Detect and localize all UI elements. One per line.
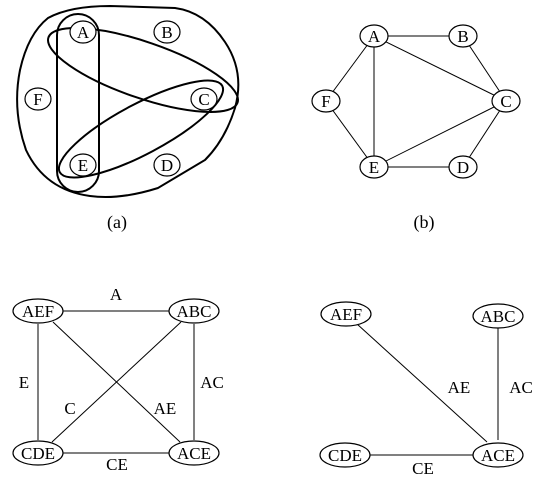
caption-b: (b)	[414, 212, 435, 233]
node-b-label: B	[457, 27, 468, 46]
node-d: D	[448, 155, 478, 179]
node-e-label: E	[369, 158, 379, 177]
edge-label-ce: CE	[412, 459, 434, 478]
node-a: A	[69, 20, 97, 44]
node-b: B	[153, 20, 181, 44]
node-d-label: D	[457, 158, 469, 177]
node-a-label: A	[368, 27, 381, 46]
edge-label-ac: AC	[509, 378, 533, 397]
node-c-label: C	[500, 92, 511, 111]
panel-b: A B C D E F (b)	[311, 24, 521, 233]
panel-a: A B C D E F (a)	[16, 4, 240, 233]
hyperedge-acef-outline	[16, 4, 240, 198]
node-cde: CDE	[319, 442, 371, 468]
node-ace: ACE	[168, 440, 220, 466]
node-b: B	[448, 24, 478, 48]
node-e: E	[69, 153, 97, 177]
edge-aef-ace	[356, 323, 488, 443]
node-cde-label: CDE	[21, 444, 55, 463]
node-aef: AEF	[320, 301, 372, 327]
node-aef: AEF	[12, 298, 64, 324]
node-a: A	[359, 24, 389, 48]
node-f-label: F	[321, 92, 330, 111]
edge-label-c: C	[64, 399, 75, 418]
node-ace-label: ACE	[481, 446, 515, 465]
edge-aef-ace	[52, 321, 181, 443]
node-aef-label: AEF	[22, 302, 54, 321]
hyperedge-ac-band	[47, 27, 239, 113]
hyperedge-ce-band	[57, 79, 225, 179]
node-d-label: D	[161, 156, 173, 175]
edge-label-ae: AE	[154, 399, 177, 418]
node-abc-label: ABC	[481, 307, 516, 326]
node-ace: ACE	[472, 442, 524, 468]
node-f-label: F	[33, 90, 42, 109]
node-c: C	[190, 87, 218, 111]
node-b-label: B	[161, 23, 172, 42]
node-ace-label: ACE	[177, 444, 211, 463]
node-f: F	[24, 87, 52, 111]
node-a-label: A	[77, 23, 90, 42]
node-abc: ABC	[168, 298, 220, 324]
edge-c-d	[462, 100, 507, 168]
edge-a-c	[373, 35, 507, 102]
node-e-label: E	[78, 156, 88, 175]
panel-c: A E AC CE C AE AEF ABC CDE ACE	[12, 285, 224, 474]
edge-b-c	[462, 35, 507, 102]
node-abc: ABC	[472, 303, 524, 329]
node-f: F	[311, 89, 341, 113]
edge-label-e: E	[19, 373, 29, 392]
panel-d: AE AC CE AEF ABC CDE ACE	[319, 301, 533, 478]
edge-label-ac: AC	[200, 373, 224, 392]
edge-label-ce: CE	[106, 455, 128, 474]
node-c: C	[491, 89, 521, 113]
node-cde: CDE	[12, 440, 64, 466]
node-abc-label: ABC	[177, 302, 212, 321]
caption-a: (a)	[107, 212, 127, 233]
edge-f-a	[325, 35, 375, 102]
edge-label-ae: AE	[448, 378, 471, 397]
node-e: E	[359, 155, 389, 179]
edge-c-e	[373, 100, 507, 168]
node-c-label: C	[198, 90, 209, 109]
node-d: D	[153, 153, 181, 177]
edge-label-a: A	[110, 285, 123, 304]
node-aef-label: AEF	[330, 305, 362, 324]
edge-e-f	[325, 100, 375, 168]
node-cde-label: CDE	[328, 446, 362, 465]
hyperedge-ae	[56, 13, 100, 193]
